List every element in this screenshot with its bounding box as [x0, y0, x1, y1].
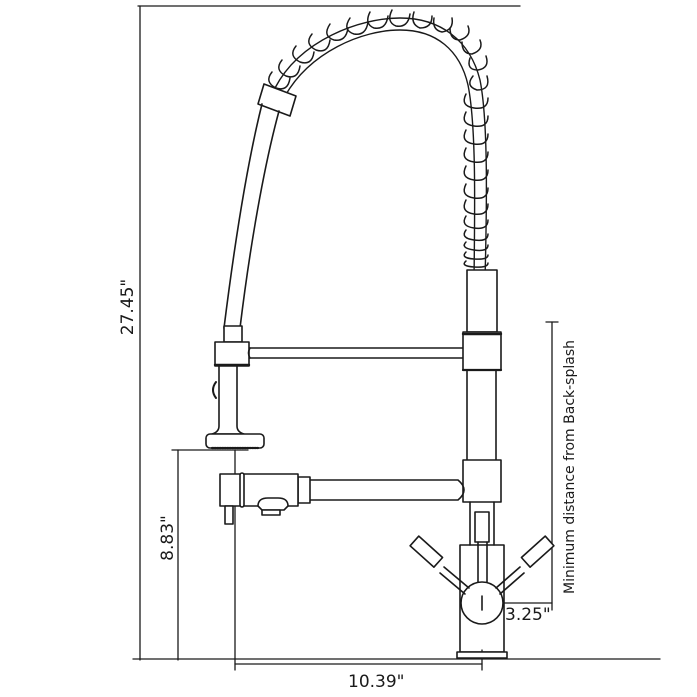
spout-reach-label: 10.39"	[348, 672, 405, 692]
dimension-lines	[132, 5, 661, 671]
pull-down-hose	[223, 103, 280, 329]
swivel-spout	[219, 472, 465, 525]
faucet-body	[459, 501, 505, 653]
faucet-column	[461, 269, 503, 503]
base-plate	[456, 651, 508, 659]
spout-height-label: 8.83"	[158, 515, 178, 561]
spray-holder-arm	[247, 347, 464, 359]
overall-height-label: 27.45"	[118, 278, 138, 336]
dual-handles	[409, 535, 555, 595]
spring-coil	[257, 9, 489, 281]
backsplash-distance-label: 3.25"	[505, 605, 551, 625]
backsplash-note: Minimum distance from Back-splash	[562, 340, 578, 594]
spray-head	[205, 325, 265, 450]
